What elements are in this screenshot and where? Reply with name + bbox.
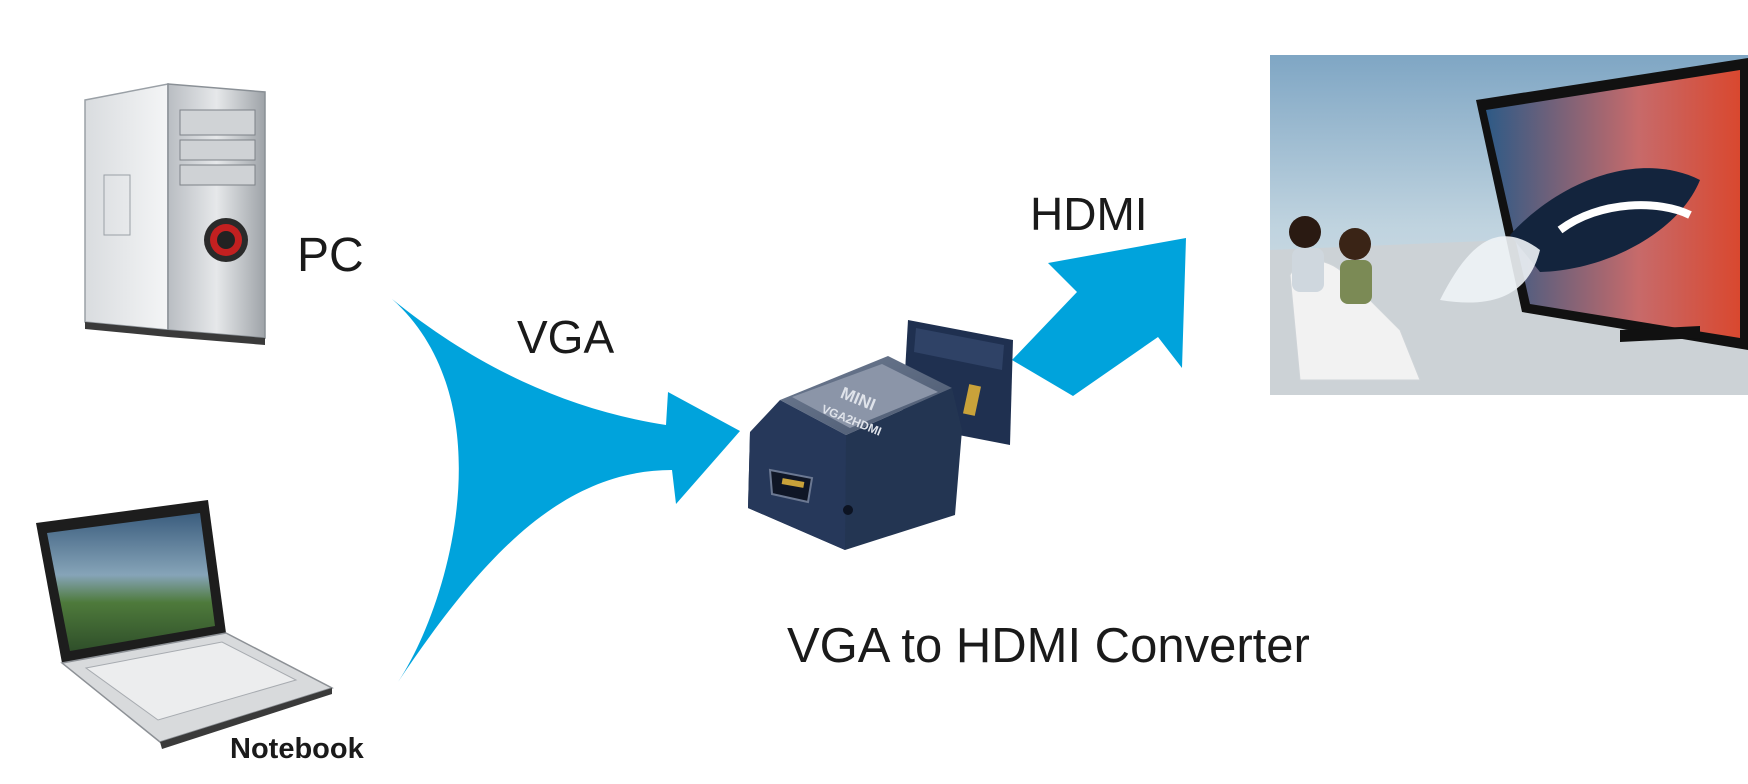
hdmi-arrow xyxy=(1012,238,1186,396)
converter-caption: VGA to HDMI Converter xyxy=(787,619,1310,673)
pc-tower-icon xyxy=(84,83,266,345)
tv-scene-image xyxy=(1270,55,1748,395)
vga-hdmi-adapter-icon: MINI VGA2HDMI xyxy=(748,320,1013,550)
hdmi-label: HDMI xyxy=(1030,188,1148,240)
notebook-label: Notebook xyxy=(230,733,364,765)
vga-arrow xyxy=(392,299,740,682)
notebook-laptop-icon xyxy=(36,500,334,749)
vga-label: VGA xyxy=(517,311,615,363)
pc-label: PC xyxy=(297,229,364,282)
